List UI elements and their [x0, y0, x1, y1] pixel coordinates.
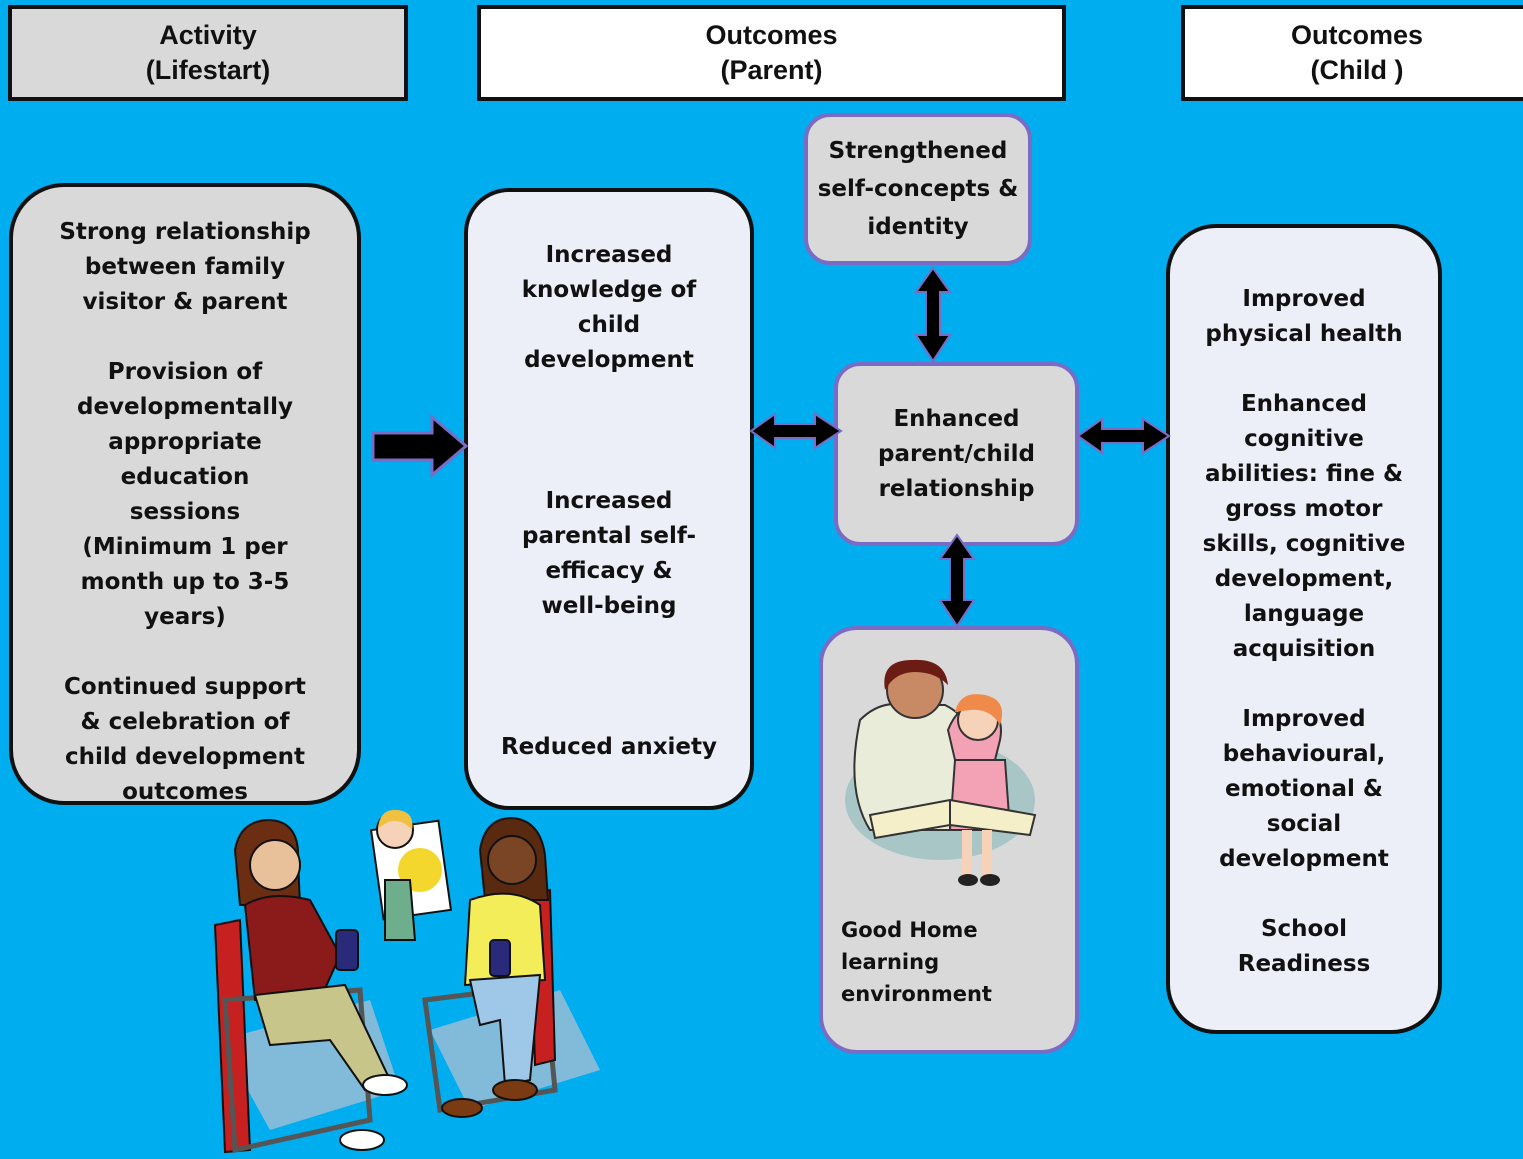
- header-parent-line1: Outcomes: [705, 20, 838, 51]
- activity-item: Strong relationship between family visit…: [59, 219, 311, 315]
- child-outcome-item: Enhanced cognitive abilities: fine & gro…: [1202, 391, 1406, 662]
- activity-box: Strong relationship between family visit…: [9, 183, 361, 805]
- header-activity-line1: Activity: [159, 20, 257, 51]
- header-activity-line2: (Lifestart): [145, 55, 271, 85]
- child-outcome-item: School Readiness: [1237, 916, 1371, 977]
- header-activity: Activity (Lifestart): [8, 5, 408, 101]
- parent-outcome-item: Increased knowledge of child development: [521, 242, 697, 373]
- home-learning-text: Good Home learning environment: [841, 918, 992, 1006]
- relationship-box: Enhanced parent/child relationship: [834, 362, 1079, 546]
- parent-outcomes-box: Increased knowledge of child development…: [464, 188, 754, 810]
- self-concept-box: Strengthened self-concepts & identity: [804, 113, 1032, 265]
- parent-outcome-item: Increased parental self-efficacy & well-…: [521, 488, 697, 619]
- double-arrow-icon: [1076, 417, 1171, 455]
- header-child-line2: (Child ): [1310, 55, 1404, 85]
- parent-outcome-item: Reduced anxiety: [500, 734, 718, 760]
- child-outcomes-box: Improved physical health Enhanced cognit…: [1166, 224, 1442, 1034]
- header-child-outcomes: Outcomes (Child ): [1181, 5, 1523, 101]
- child-outcome-item: Improved behavioural, emotional & social…: [1219, 706, 1389, 872]
- header-child-line1: Outcomes: [1290, 20, 1424, 51]
- activity-item: Provision of developmentally appropriate…: [76, 359, 294, 630]
- double-arrow-icon: [749, 412, 843, 450]
- parents-chatting-illustration: [213, 809, 600, 1154]
- vertical-double-arrow-icon: [938, 533, 976, 628]
- header-parent-line2: (Parent): [720, 55, 823, 85]
- right-arrow-icon: [371, 413, 469, 479]
- mother-reading-illustration: [845, 659, 1037, 886]
- header-parent-outcomes: Outcomes (Parent): [477, 5, 1066, 101]
- vertical-double-arrow-icon: [914, 266, 952, 363]
- relationship-text: Enhanced parent/child relationship: [878, 405, 1035, 502]
- self-concept-text: Strengthened self-concepts & identity: [817, 138, 1019, 240]
- activity-item: Continued support & celebration of child…: [64, 674, 306, 805]
- child-outcome-item: Improved physical health: [1205, 286, 1403, 347]
